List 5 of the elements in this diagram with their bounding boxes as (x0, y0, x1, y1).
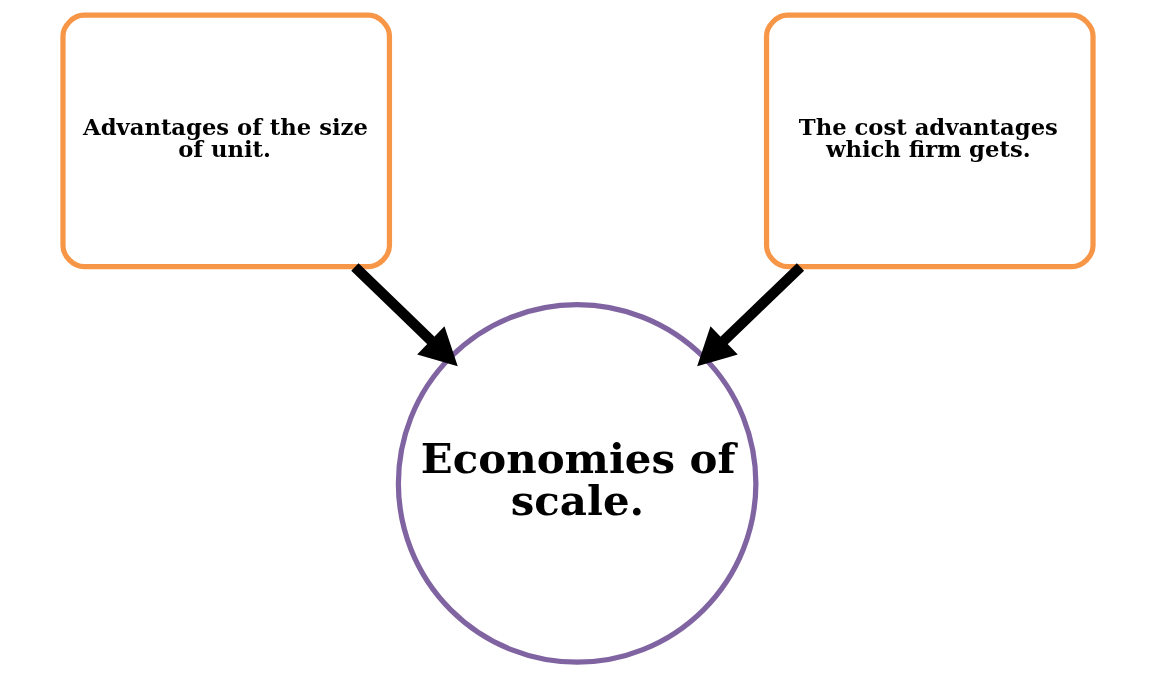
node-circle: Economies of scale. (395, 302, 758, 665)
arrow (696, 263, 804, 367)
node-box: The cost advantages which firm gets. (763, 12, 1096, 270)
node-box: Advantages of the size of unit. (59, 12, 392, 270)
arrow (350, 263, 458, 367)
